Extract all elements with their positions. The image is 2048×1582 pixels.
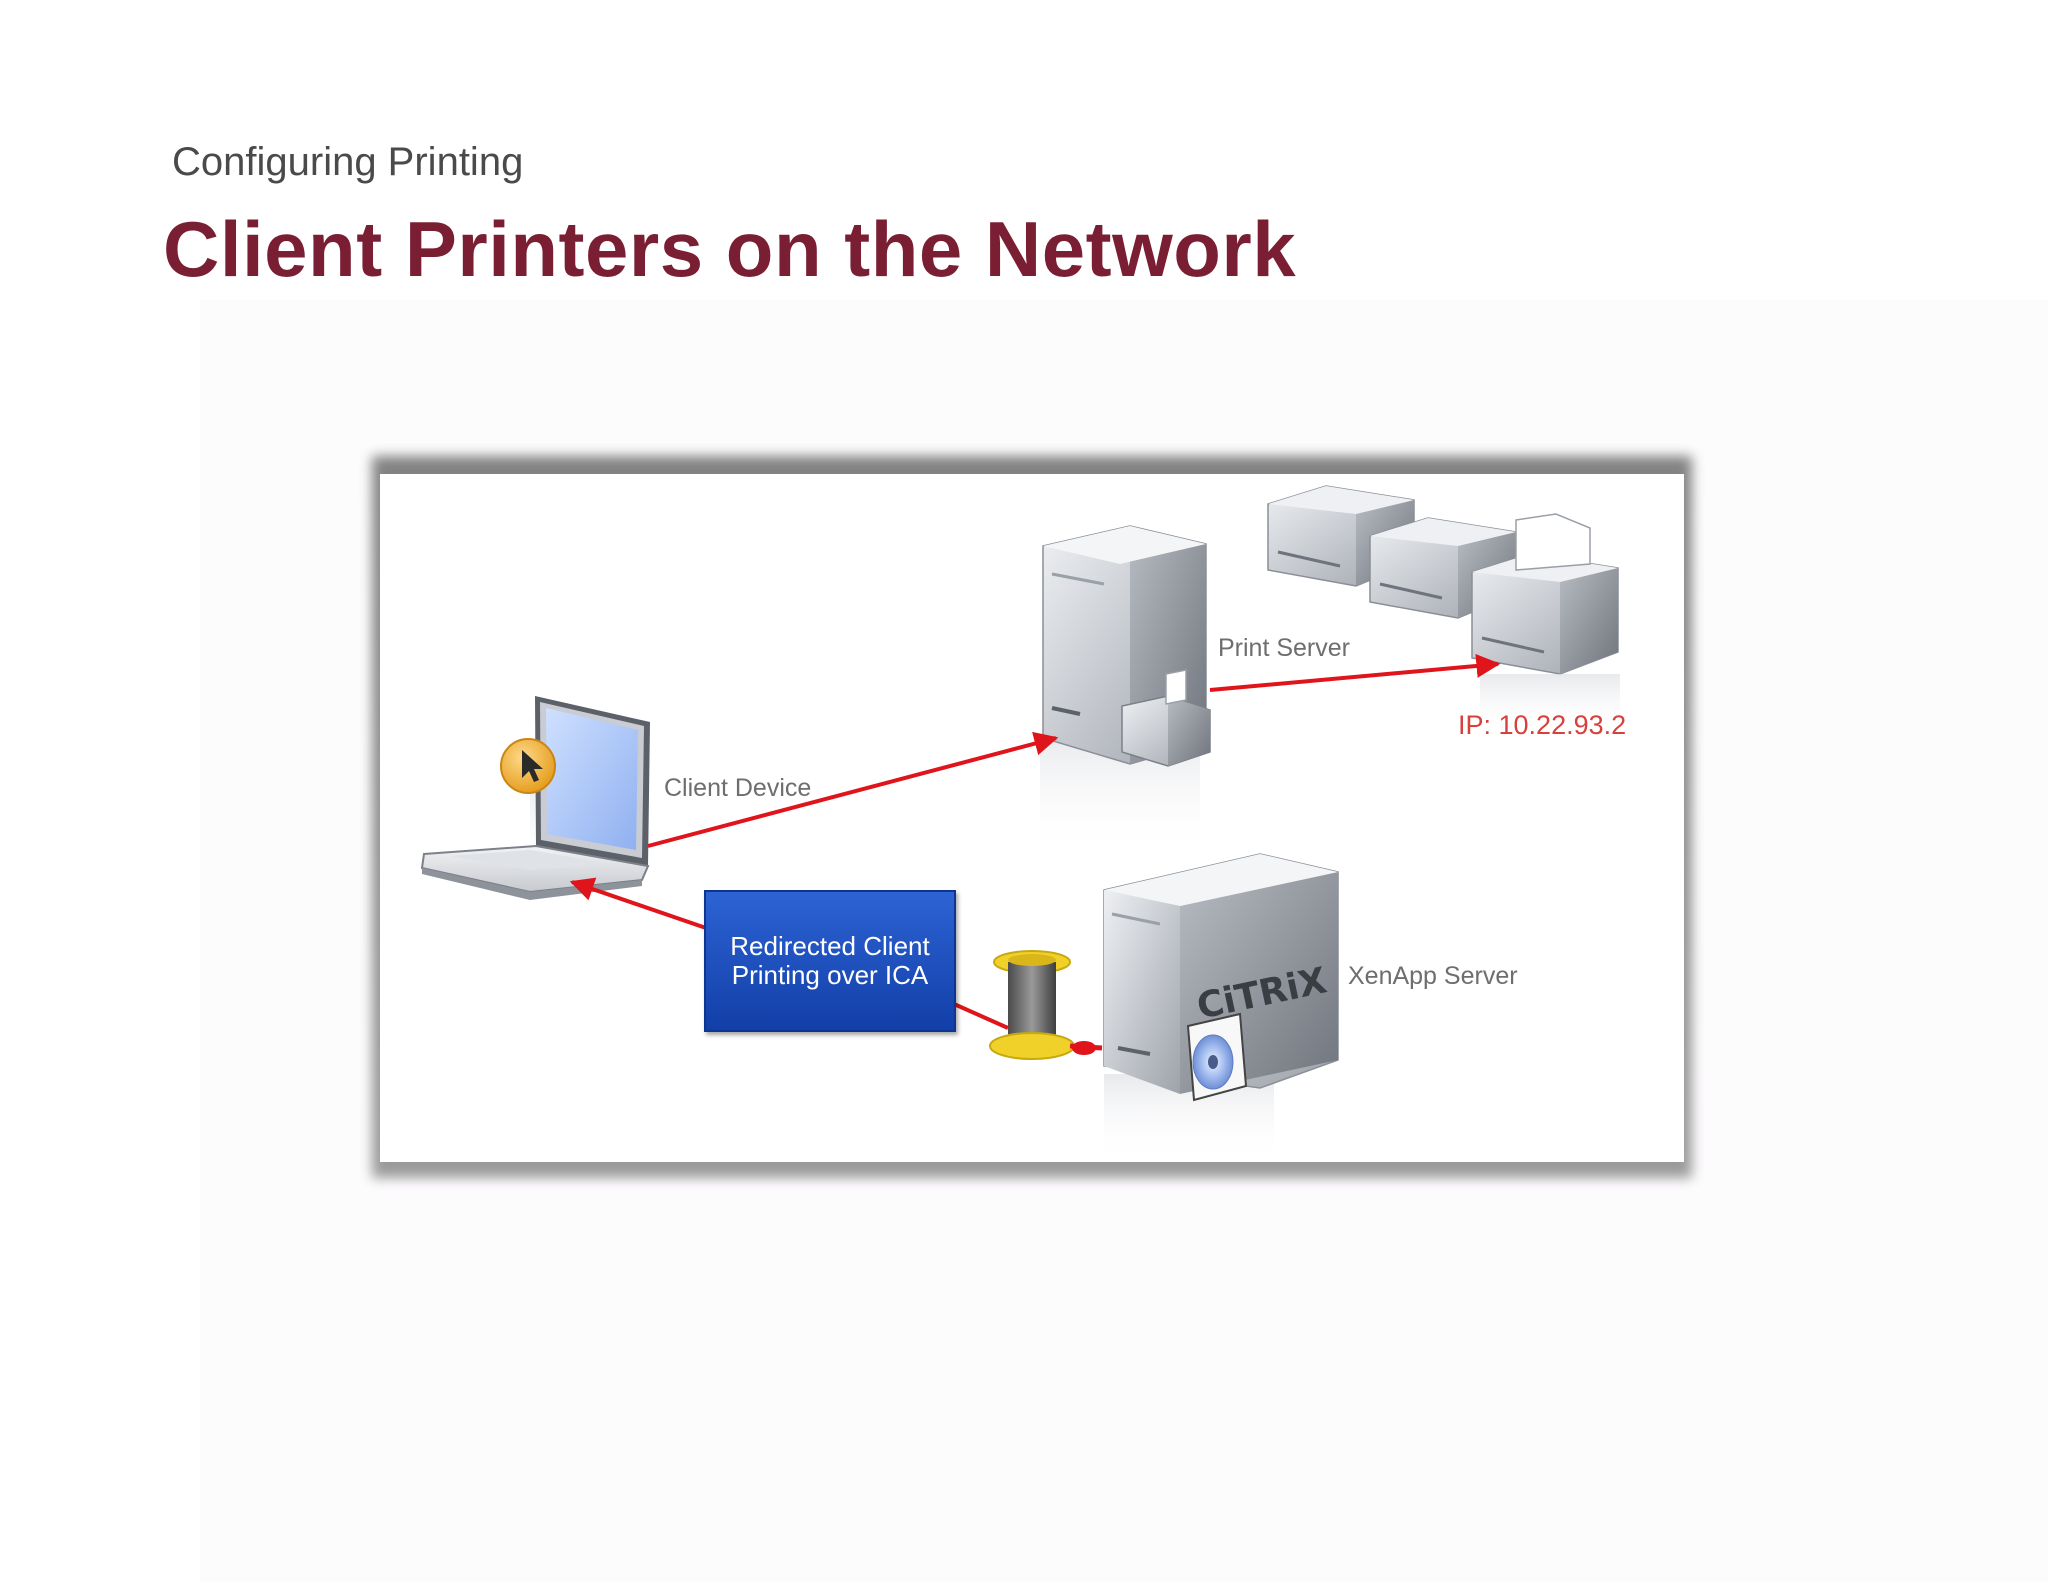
diagram-frame: CiTRiX Print Server IP: 10.22.93.2 Clien… [380, 474, 1684, 1162]
printer-icon [1267, 485, 1620, 734]
ica-to-client-arrow [569, 877, 707, 930]
print-server-label: Print Server [1218, 634, 1350, 662]
printer-ip-label: IP: 10.22.93.2 [1458, 710, 1627, 740]
client-device-label: Client Device [664, 774, 812, 802]
cursor-icon [500, 738, 556, 794]
connection-arrows [569, 653, 1501, 1055]
print-server-to-printer-arrow [1209, 653, 1501, 692]
laptop-icon [420, 696, 650, 900]
ica-box-line1: Redirected Client [730, 931, 930, 961]
spool-icon [989, 950, 1075, 1060]
disc-icon [1186, 1012, 1248, 1102]
xenapp-server-label: XenApp Server [1348, 962, 1518, 990]
section-subtitle: Configuring Printing [172, 140, 524, 184]
client-to-print-server-arrow [647, 731, 1059, 848]
ica-box-line2: Printing over ICA [731, 960, 929, 990]
slide-title: Client Printers on the Network [163, 205, 1297, 293]
print-server-icon [1040, 525, 1211, 856]
redirected-printing-box: Redirected Client Printing over ICA [704, 890, 956, 1032]
network-diagram: CiTRiX [420, 485, 1620, 1162]
spool-to-ica-line [953, 1002, 1009, 1030]
